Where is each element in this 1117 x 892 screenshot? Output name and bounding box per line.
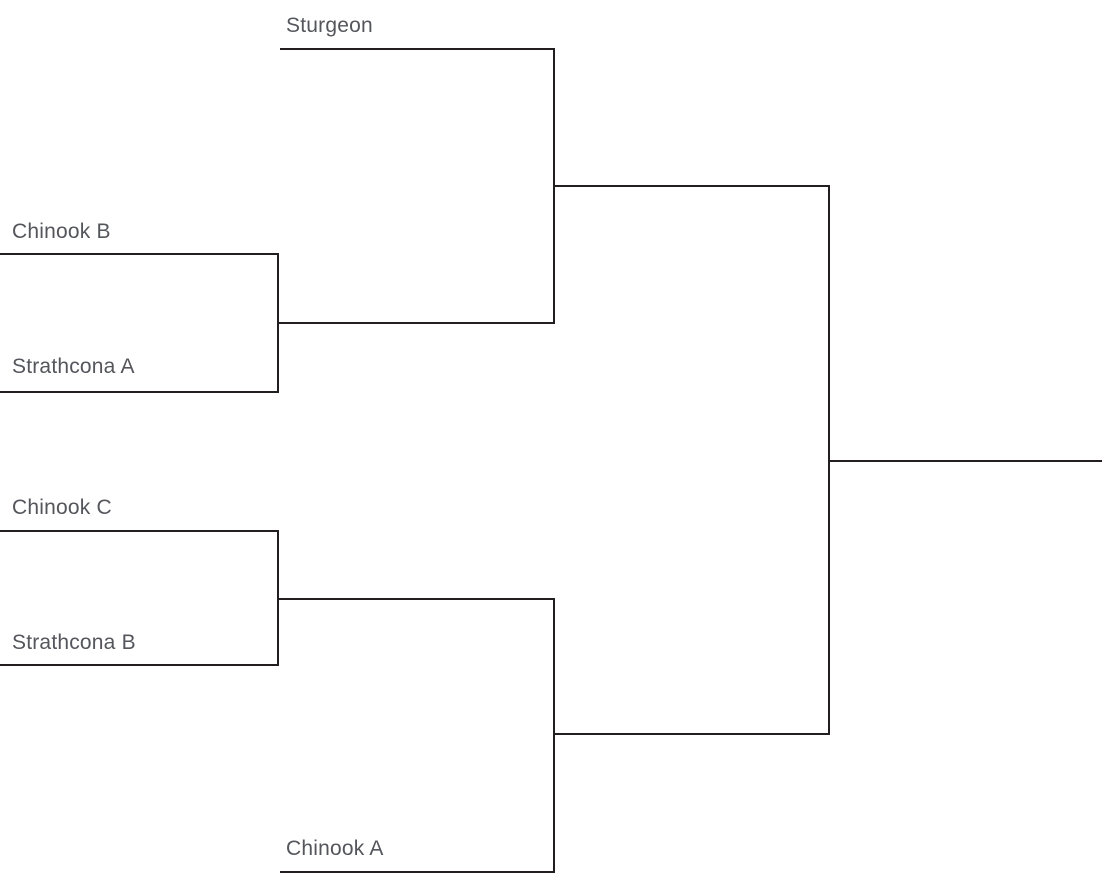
- semifinal2-winner-line: [553, 733, 830, 735]
- semifinal1-winner-line: [553, 185, 830, 187]
- qf1-top-team-line: [0, 253, 279, 255]
- qf1-winner-line: [277, 322, 555, 324]
- qf1-bottom-team-line: [0, 391, 279, 393]
- team-label-qf1-bottom: Strathcona A: [12, 355, 135, 378]
- team-label-semifinal1-bye: Sturgeon: [286, 14, 373, 37]
- semifinal2-bye-seed-line: [280, 871, 555, 873]
- qf2-bottom-team-line: [0, 664, 279, 666]
- qf2-top-team-line: [0, 530, 279, 532]
- semifinal1-bye-seed-line: [280, 48, 555, 50]
- team-label-qf2-top: Chinook C: [12, 496, 112, 519]
- team-label-qf2-bottom: Strathcona B: [12, 631, 136, 654]
- semifinal2-bracket-vline: [553, 598, 555, 873]
- team-label-qf1-top: Chinook B: [12, 220, 111, 243]
- team-label-semifinal2-bye: Chinook A: [286, 837, 384, 860]
- qf2-winner-line: [277, 598, 555, 600]
- final-winner-line: [828, 460, 1102, 462]
